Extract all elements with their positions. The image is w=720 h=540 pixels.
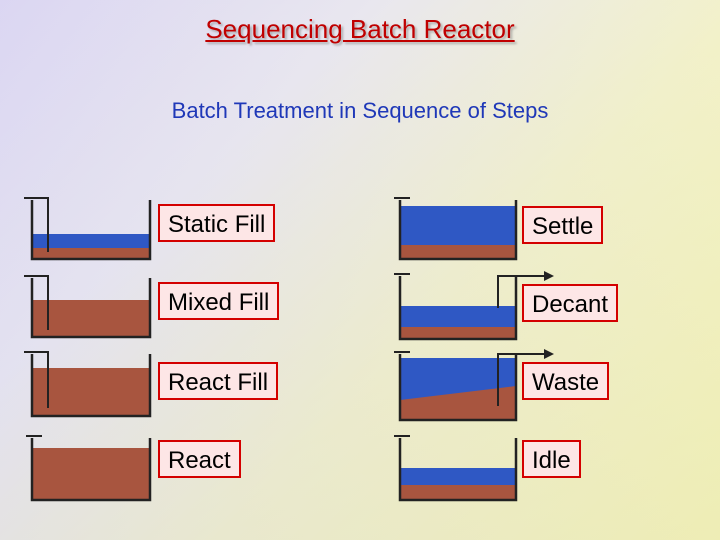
step-label-settle: Settle — [522, 206, 604, 244]
tank-decant — [394, 271, 554, 341]
tank-react-fill — [24, 351, 152, 418]
tank-settle — [394, 197, 518, 261]
arrow-right-icon — [544, 349, 554, 359]
tank-idle — [394, 435, 518, 502]
tank-static-fill — [24, 197, 152, 261]
step-label-react: React — [158, 440, 241, 478]
inlet-pipe-icon — [24, 351, 49, 408]
waste-pipe-icon — [497, 353, 548, 406]
step-label-decant: Decant — [522, 284, 619, 322]
arrow-right-icon — [544, 271, 554, 281]
tank-react — [26, 435, 152, 502]
step-label-static-fill: Static Fill — [158, 204, 276, 242]
page-title: Sequencing Batch Reactor — [205, 14, 515, 44]
inlet-pipe-icon — [24, 275, 49, 330]
step-label-mixed-fill: Mixed Fill — [158, 282, 280, 320]
page-subtitle: Batch Treatment in Sequence of Steps — [171, 98, 549, 123]
tank-mixed-fill — [24, 275, 152, 339]
inlet-pipe-icon — [24, 197, 49, 252]
tank-waste — [394, 349, 554, 422]
step-label-waste: Waste — [522, 362, 610, 400]
step-label-idle: Idle — [522, 440, 581, 478]
step-label-react-fill: React Fill — [158, 362, 279, 400]
decant-pipe-icon — [497, 275, 548, 308]
